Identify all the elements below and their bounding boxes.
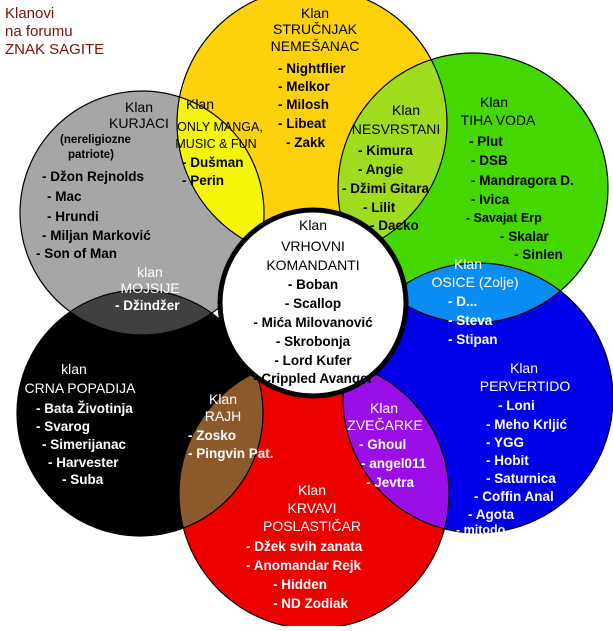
osice-name: OSICE (Zolje) [431, 274, 519, 290]
center-member: - Boban [287, 277, 339, 292]
nesvrstani-name: NESVRSTANI [351, 121, 441, 137]
crna-member: - Svarog [36, 419, 91, 434]
overlap-only-manga [177, 91, 264, 258]
zvecarke-member: - Jevtra [366, 475, 415, 490]
center-label: Klan [298, 217, 328, 233]
pervertido-member: - Meho Krljić [486, 417, 568, 432]
center-member: - Skrobonja [275, 334, 351, 349]
tiha-voda-member: - DSB [471, 153, 508, 168]
kurjaci-member: - Mac [47, 189, 82, 204]
osice-member: - D... [448, 294, 478, 309]
kurjaci-member: - Hrundi [47, 209, 99, 224]
overlap-zvecarke [343, 359, 449, 533]
strucnjak-member: - Melkor [278, 79, 330, 94]
strucnjak-member: - Milosh [278, 97, 329, 112]
tiha-voda-member: - Savajat Erp [466, 211, 542, 225]
kurjaci-sub-2: patriote) [68, 149, 114, 161]
crna-member: - Simerijanac [42, 437, 127, 452]
tiha-voda-member: - Plut [469, 134, 503, 149]
nesvrstani-member: - Lilit [363, 200, 396, 215]
nesvrstani-member: - Kimura [358, 143, 413, 158]
strucnjak-member: - Nightflier [278, 61, 346, 76]
only-manga-name-2: MUSIC & FUN [175, 137, 257, 151]
rajh-name: RAJH [204, 408, 242, 424]
center-name-1: VRHOVNI [281, 238, 345, 254]
title-line-3: ZNAK SAGITE [5, 41, 105, 58]
pervertido-member: - Hobit [486, 453, 529, 468]
only-manga-label: Klan [185, 96, 215, 112]
only-manga-member: - Perin [182, 173, 225, 188]
overlap-rajh [179, 359, 263, 536]
only-manga-member: - Dušman [182, 155, 244, 170]
rajh-member: - Pingvin Pat. [188, 446, 274, 461]
crna-member: - Bata Životinja [36, 401, 133, 416]
krvavi-member: - Džek svih zanata [246, 539, 363, 554]
zvecarke-member: - Ghoul [359, 437, 407, 452]
center-member: - Mića Milovanović [253, 315, 373, 330]
kurjaci-sub-1: (nereligiozne [60, 134, 131, 146]
krvavi-member: - ND Zodiak [273, 596, 349, 611]
strucnjak-name-1: STRUČNJAK [272, 21, 357, 37]
nesvrstani-label: Klan [391, 102, 421, 118]
crna-member: - Suba [62, 472, 104, 487]
title-line-2: na forumu [5, 23, 73, 40]
pervertido-label: Klan [509, 360, 539, 376]
strucnjak-member: - Zakk [286, 135, 326, 150]
pervertido-member: - Agota [468, 507, 514, 522]
strucnjak-member: - Libeat [278, 116, 327, 131]
zvecarke-label: Klan [369, 400, 399, 416]
pervertido-member: - YGG [486, 435, 525, 450]
kurjaci-member: - Son of Man [36, 246, 117, 261]
pervertido-member: - Saturnica [486, 471, 556, 486]
krvavi-member: - Hidden [273, 577, 327, 592]
center-circle [217, 207, 409, 399]
tiha-voda-member: - Skalar [500, 229, 549, 244]
center-name-2: KOMANDANTI [266, 257, 360, 273]
mojsije-member: - Džindžer [115, 298, 180, 313]
kurjaci-name: KURJACI [109, 115, 169, 131]
mojsije-label: klan [137, 264, 163, 280]
zvecarke-member: - angel011 [361, 456, 427, 471]
mojsije-name: MOJSIJE [120, 280, 180, 296]
crna-label: klan [61, 361, 87, 377]
krvavi-member: - Anomandar Rejk [246, 558, 362, 573]
rajh-label: Klan [208, 391, 238, 407]
crna-name: CRNA POPADIJA [24, 380, 136, 396]
pervertido-member: - Coffin Anal [474, 489, 554, 504]
kurjaci-member: - Džon Rejnolds [42, 169, 144, 184]
kurjaci-member: - Miljan Marković [42, 228, 151, 243]
tiha-voda-name: TIHA VODA [460, 112, 536, 128]
nesvrstani-member: - Dacko [370, 218, 419, 233]
osice-member: - Steva [448, 313, 493, 328]
center-member: - Scallop [284, 296, 342, 311]
tiha-voda-member: - Ivica [471, 192, 510, 207]
crna-member: - Harvester [48, 455, 119, 470]
pervertido-name: PERVERTIDO [479, 378, 571, 394]
title-line-1: Klanovi [5, 5, 55, 22]
osice-member: - Stipan [448, 332, 498, 347]
nesvrstani-member: - Angie [358, 162, 404, 177]
center-member: - Crippled Avanger [253, 371, 373, 386]
pervertido-member: - mitodo [456, 523, 506, 537]
kurjaci-label: Klan [124, 99, 154, 115]
osice-label: Klan [453, 256, 483, 272]
nesvrstani-member: - Džimi Gitara [342, 181, 430, 196]
krvavi-label: Klan [297, 482, 327, 498]
tiha-voda-member: - Mandragora D. [471, 173, 574, 188]
krvavi-name-2: POSLASTIČAR [262, 518, 362, 534]
center-member: - Lord Kufer [274, 353, 352, 368]
krvavi-name-1: KRVAVI [287, 500, 337, 516]
strucnjak-name-2: NEMEŠANAC [270, 38, 360, 54]
strucnjak-label: Klan [300, 5, 330, 21]
rajh-member: - Zosko [188, 428, 237, 443]
tiha-voda-label: Klan [479, 94, 509, 110]
zvecarke-name: ZVEČARKE [347, 417, 423, 433]
tiha-voda-member: - Sinlen [514, 247, 563, 262]
only-manga-name-1: ONLY MANGA, [177, 120, 263, 134]
pervertido-member: - Loni [498, 398, 535, 413]
